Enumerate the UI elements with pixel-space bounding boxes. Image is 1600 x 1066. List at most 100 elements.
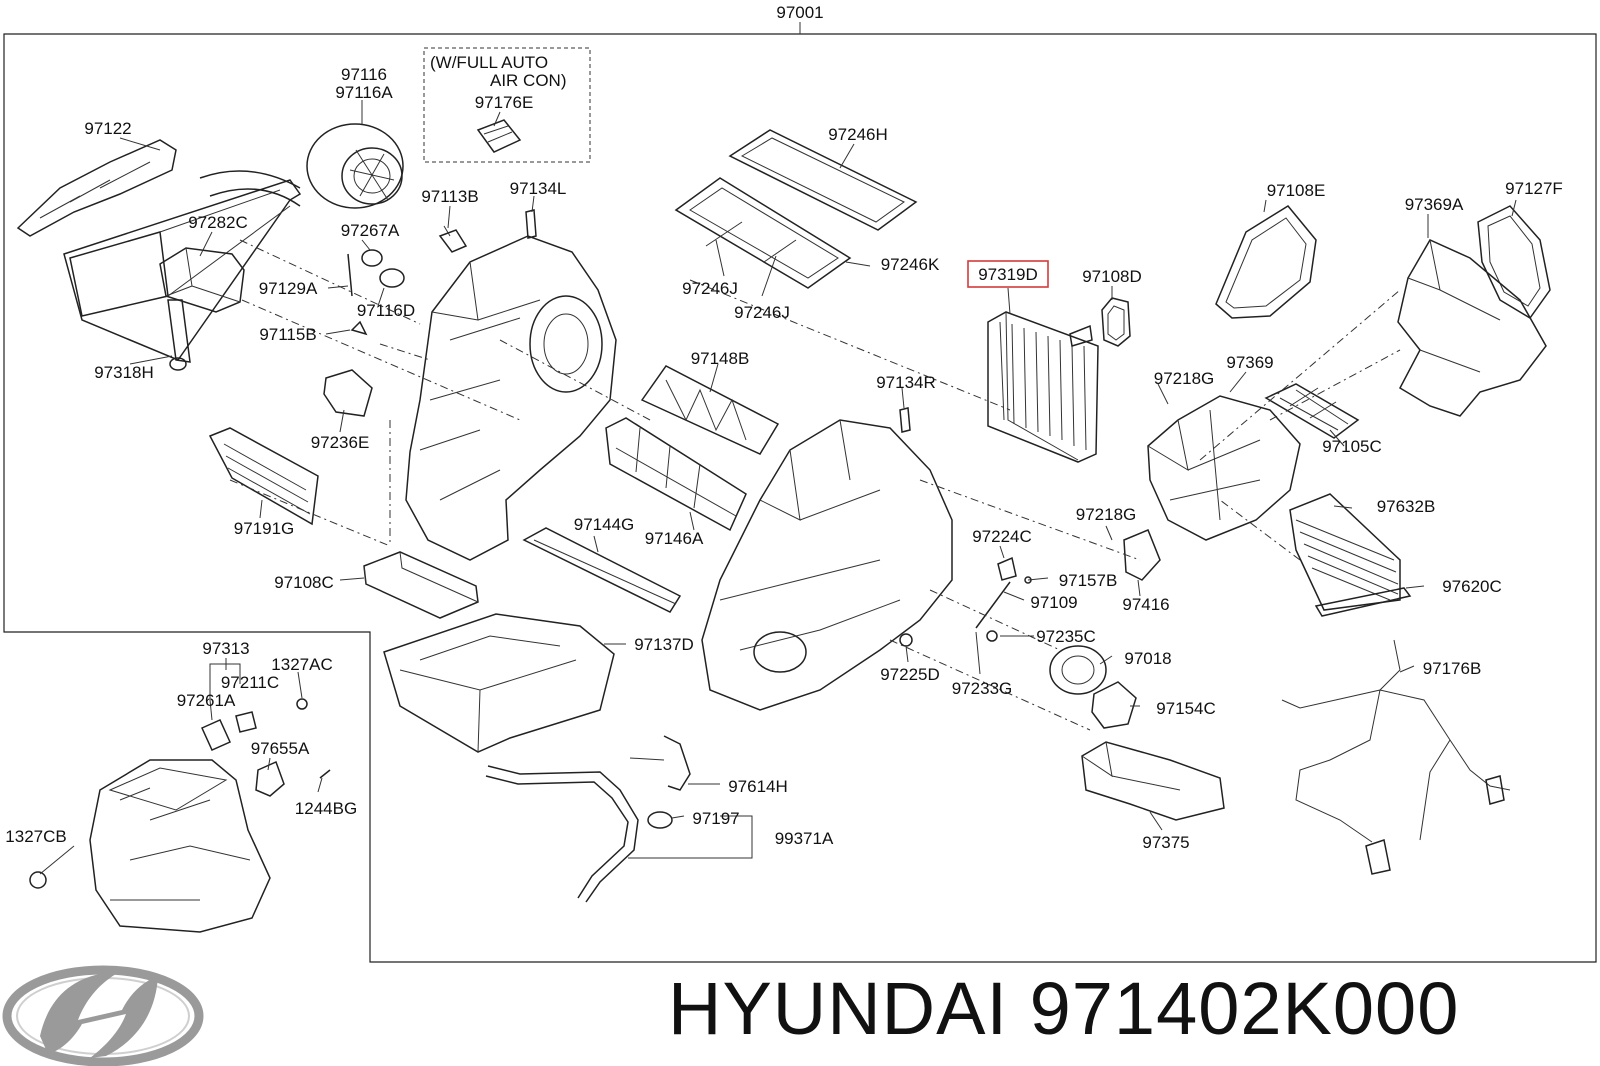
part-label: 97137D bbox=[634, 635, 694, 654]
part-label: 97218G bbox=[1154, 369, 1215, 388]
part-label: 97218G bbox=[1076, 505, 1137, 524]
part-97144g-rail bbox=[522, 527, 682, 613]
part-97122-bracket bbox=[16, 139, 177, 237]
part-label: 97109 bbox=[1030, 593, 1077, 612]
part-label: 97154C bbox=[1156, 699, 1216, 718]
part-label: 97108C bbox=[274, 573, 334, 592]
part-label: 97246K bbox=[881, 255, 940, 274]
part-label: 97108E bbox=[1267, 181, 1326, 200]
part-97108d-gasket bbox=[1101, 297, 1131, 347]
part-97369a-duct bbox=[1397, 239, 1547, 417]
part-97137d-lower-case bbox=[383, 613, 615, 753]
part-97614h-sensor bbox=[629, 735, 691, 791]
part-label: 97129A bbox=[259, 279, 318, 298]
part-label: 97267A bbox=[341, 221, 400, 240]
part-label: 97018 bbox=[1124, 649, 1171, 668]
part-label: 97246H bbox=[828, 125, 888, 144]
part-label: 97157B bbox=[1059, 571, 1118, 590]
part-97146a-grid bbox=[605, 417, 747, 532]
part-label: 97235C bbox=[1036, 627, 1096, 646]
part-label: 97233G bbox=[952, 679, 1013, 698]
part-97134r-right-case bbox=[701, 407, 953, 711]
part-97191g-panel bbox=[208, 427, 319, 526]
part-label: 97113B bbox=[421, 187, 478, 206]
part-97105c-filter bbox=[1264, 383, 1360, 439]
option-box-line2: AIR CON) bbox=[490, 71, 567, 90]
part-97018-motor bbox=[1049, 645, 1107, 695]
part-label: 97116A bbox=[335, 83, 393, 102]
option-box-line1: (W/FULL AUTO bbox=[430, 53, 548, 72]
part-label: 1244BG bbox=[295, 799, 357, 818]
part-label: 97632B bbox=[1377, 497, 1436, 516]
assembly-label: 97001 bbox=[776, 3, 823, 22]
part-97176b-harness bbox=[1281, 639, 1511, 875]
part-label: 97211C bbox=[221, 673, 279, 692]
part-label: 97144G bbox=[574, 515, 635, 534]
part-97154c-actuator bbox=[1091, 681, 1137, 729]
part-97416-actuator bbox=[1123, 529, 1161, 581]
part-label: 97116 bbox=[341, 65, 387, 84]
part-97267a-97116d bbox=[347, 249, 405, 336]
part-97134l-left-case bbox=[405, 209, 617, 561]
part-number: 971402K000 bbox=[1029, 967, 1460, 1050]
part-label: 97375 bbox=[1142, 833, 1189, 852]
part-label: 97369 bbox=[1226, 353, 1273, 372]
part-label: 97134R bbox=[876, 373, 936, 392]
part-97246h-filter-frame bbox=[728, 129, 918, 231]
part-label: 97176B bbox=[1423, 659, 1482, 678]
part-99371a-hose bbox=[485, 765, 673, 903]
part-label: 99371A bbox=[775, 829, 834, 848]
part-clips-97224c-97109 bbox=[899, 556, 1032, 647]
part-label: 97134L bbox=[510, 179, 567, 198]
part-97108c-tray bbox=[363, 551, 479, 619]
part-label: 97416 bbox=[1122, 595, 1169, 614]
part-label: 97282C bbox=[188, 213, 248, 232]
hyundai-logo-icon bbox=[2, 965, 204, 1066]
highlight-box-97319d bbox=[967, 260, 1049, 288]
part-label: 97116D bbox=[357, 301, 415, 320]
leader-lines bbox=[39, 100, 1517, 875]
part-label: 97246J bbox=[682, 279, 738, 298]
part-label: 97620C bbox=[1442, 577, 1502, 596]
part-label: 97105C bbox=[1322, 437, 1382, 456]
part-97176e-sensor bbox=[476, 119, 522, 153]
part-label: 97122 bbox=[84, 119, 131, 138]
part-label: 97127F bbox=[1505, 179, 1563, 198]
part-97113b bbox=[438, 225, 468, 253]
part-label: 97614H bbox=[728, 777, 788, 796]
part-97369-blower-case bbox=[1147, 395, 1301, 541]
part-97236e-actuator bbox=[323, 369, 373, 417]
part-label: 97176E bbox=[475, 93, 534, 112]
part-label: 97225D bbox=[880, 665, 940, 684]
part-97282c-duct bbox=[159, 247, 245, 313]
part-97375-duct bbox=[1081, 741, 1225, 821]
part-97319d-evaporator bbox=[987, 311, 1099, 463]
part-label: 97146A bbox=[645, 529, 704, 548]
part-label: 97236E bbox=[311, 433, 370, 452]
part-97632b-cabin-filter bbox=[1289, 493, 1412, 617]
brand-part-number: HYUNDAI 971402K000 bbox=[668, 966, 1459, 1051]
part-label: 97319D bbox=[978, 265, 1038, 284]
brand-name: HYUNDAI bbox=[668, 967, 1009, 1050]
part-label: 97108D bbox=[1082, 267, 1142, 286]
part-labels: 97001 (W/FULL AUTO AIR CON) 97116 97116A… bbox=[5, 3, 1563, 852]
part-label: 97191G bbox=[234, 519, 295, 538]
diagram-frame bbox=[3, 22, 1597, 963]
part-label: 97148B bbox=[691, 349, 750, 368]
part-label: 97313 bbox=[202, 639, 249, 658]
part-97148b-grille bbox=[640, 365, 780, 455]
part-label: 97318H bbox=[94, 363, 154, 382]
part-97116-blower-motor bbox=[306, 123, 404, 209]
part-label: 97655A bbox=[251, 739, 310, 758]
part-label: 97197 bbox=[692, 809, 739, 828]
part-label: 97246J bbox=[734, 303, 790, 322]
part-label: 1327AC bbox=[271, 655, 332, 674]
part-97127f-seal bbox=[1477, 205, 1551, 319]
part-inset-unit bbox=[29, 698, 331, 933]
part-97108e-seal bbox=[1215, 205, 1317, 319]
part-label: 97261A bbox=[177, 691, 236, 710]
part-label: 97115B bbox=[259, 325, 316, 344]
part-label: 1327CB bbox=[5, 827, 66, 846]
part-label: 97369A bbox=[1405, 195, 1464, 214]
